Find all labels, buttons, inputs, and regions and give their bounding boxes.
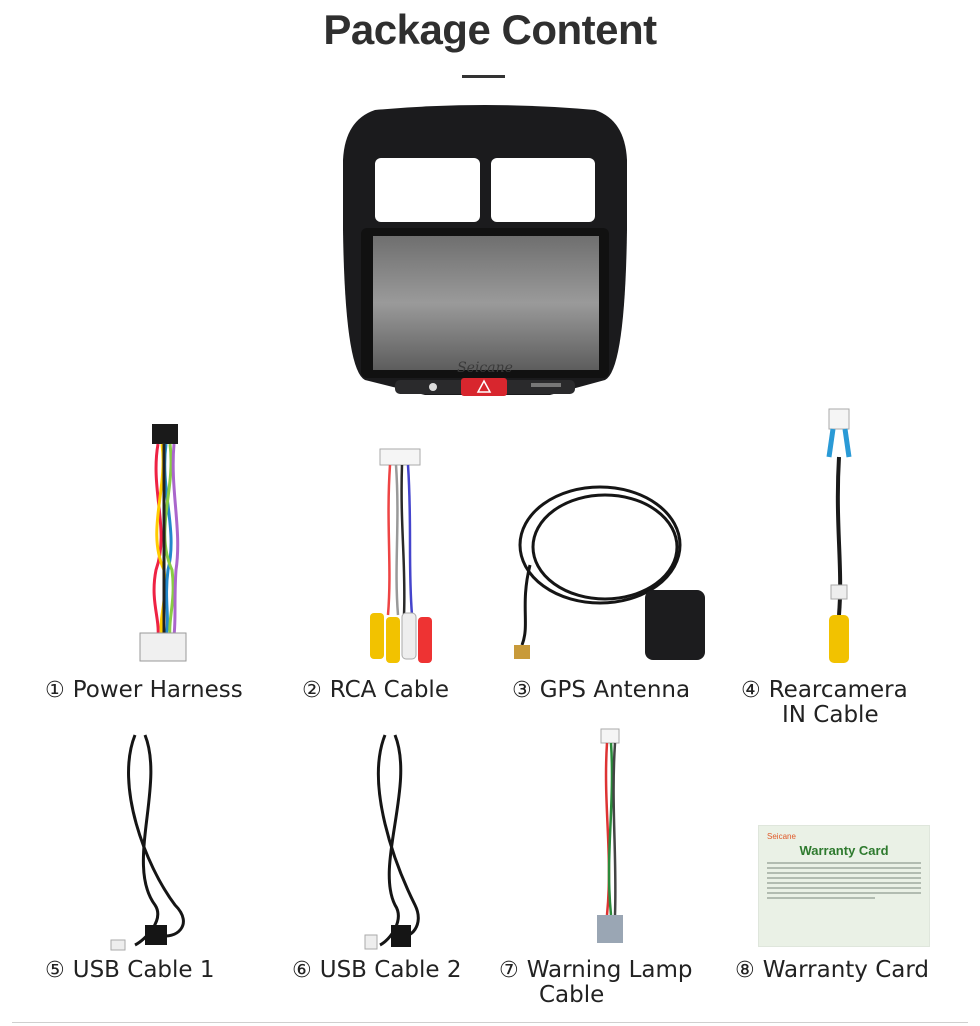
power-harness-image (139, 424, 187, 662)
usb-cable-1-image (110, 734, 185, 951)
rca-cable-image (370, 448, 432, 663)
page-title: Package Content (323, 6, 657, 53)
power-button (429, 383, 437, 391)
warranty-card-brand: Seicane (767, 832, 796, 841)
warranty-card-title: Warranty Card (799, 843, 889, 858)
rearcamera-cable-image (826, 408, 852, 663)
bottom-divider (12, 1022, 968, 1023)
warranty-card-image: Seicane Warranty Card (758, 825, 930, 947)
screen-brand: Seicane (457, 360, 513, 376)
usb-cable-2-image (364, 734, 420, 950)
gps-antenna-image (514, 485, 705, 660)
head-unit-image: Seicane (343, 105, 627, 396)
title-underline (462, 75, 505, 78)
hazard-button (461, 378, 507, 396)
warning-lamp-cable-image (597, 728, 623, 943)
warranty-card-text (767, 862, 921, 899)
